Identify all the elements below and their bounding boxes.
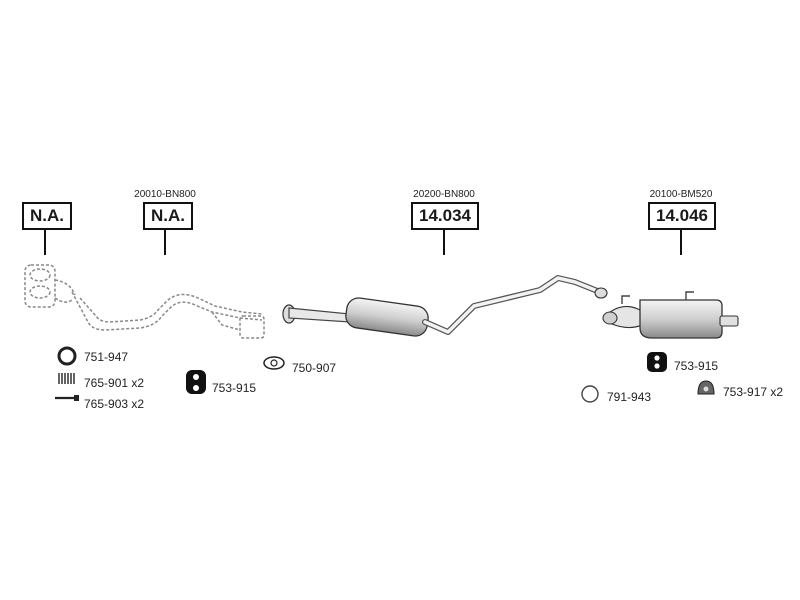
gasket-ring-icon bbox=[57, 346, 77, 366]
reference-box: N.A. bbox=[143, 202, 193, 230]
accessory-label: 791-943 bbox=[607, 390, 652, 404]
rubber-hanger-icon bbox=[647, 352, 667, 372]
rubber-hanger-icon bbox=[186, 370, 206, 394]
part-number: 20200-BN800 bbox=[413, 189, 475, 200]
accessory-label: 750-907 bbox=[292, 361, 337, 375]
reference-box: 14.046 bbox=[648, 202, 716, 230]
accessory-label: 753-915 bbox=[674, 359, 719, 373]
accessory-label: 765-903 x2 bbox=[84, 397, 145, 411]
accessory-label: 751-947 bbox=[84, 350, 129, 364]
mounting-rubber-icon bbox=[697, 380, 715, 395]
part-number: 20100-BM520 bbox=[649, 189, 713, 200]
accessory-label: 765-901 x2 bbox=[84, 376, 145, 390]
flange-gasket-icon bbox=[263, 356, 285, 370]
rear-muffler bbox=[602, 291, 739, 339]
spring-icon bbox=[58, 373, 75, 384]
bolt-icon bbox=[55, 395, 79, 401]
part-number: 20010-BN800 bbox=[134, 189, 196, 200]
centre-pipe-resonator bbox=[282, 275, 608, 337]
front-pipe bbox=[71, 291, 265, 339]
accessory-label: 753-917 x2 bbox=[723, 385, 784, 399]
accessory-label: 753-915 bbox=[212, 381, 257, 395]
exhaust-manifold bbox=[24, 264, 76, 308]
o-ring-icon bbox=[581, 385, 599, 403]
reference-box: N.A. bbox=[22, 202, 72, 230]
reference-box: 14.034 bbox=[411, 202, 479, 230]
